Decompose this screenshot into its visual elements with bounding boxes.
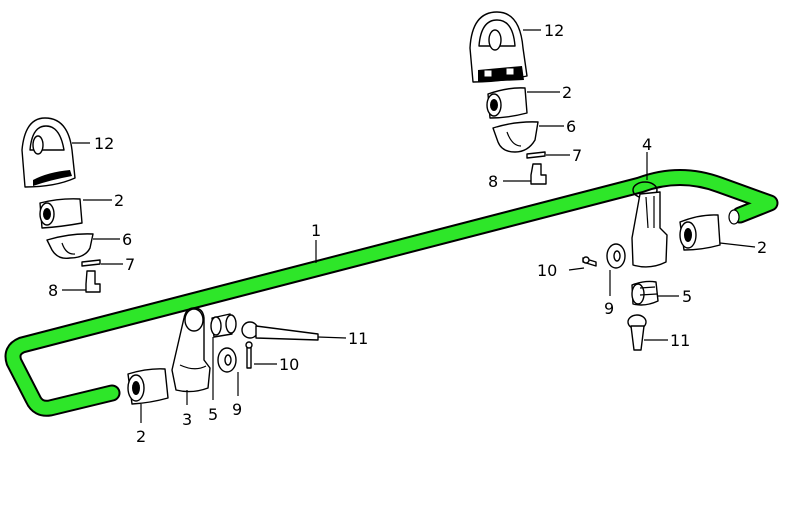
rubber-bushing-right-upper (486, 87, 528, 119)
bracket-clamp-left (46, 233, 94, 260)
rubber-bush-left-lower (210, 313, 237, 338)
ball-stud-right (627, 314, 647, 351)
drop-link-right (631, 191, 668, 268)
bracket-clamp-right (492, 121, 539, 153)
mount-bracket-right (469, 11, 528, 83)
cotter-pin-right (582, 256, 597, 267)
washer-left-lower (217, 347, 237, 373)
callout-1: 1 (311, 221, 321, 240)
rubber-bushing-left-upper (39, 198, 83, 229)
callout-11-right: 11 (670, 331, 690, 350)
callout-7-left: 7 (125, 255, 135, 274)
callout-8-right: 8 (488, 172, 498, 191)
stabilizer-bar (4, 169, 779, 417)
mount-bracket-left (21, 117, 76, 188)
washer-left (81, 259, 101, 267)
cotter-pin-left (245, 341, 253, 369)
callout-2-right-lower: 2 (757, 238, 767, 257)
leader-lines (62, 29, 756, 423)
rubber-bushing-right-lower (679, 214, 721, 251)
callout-5-right: 5 (682, 287, 692, 306)
callout-6-right: 6 (566, 117, 576, 136)
washer-right (526, 151, 546, 159)
callout-12-right: 12 (544, 21, 564, 40)
callout-5-left: 5 (208, 405, 218, 424)
callout-10-right: 10 (537, 261, 557, 280)
callout-2-left-lower: 2 (136, 427, 146, 446)
callout-2-left-upper: 2 (114, 191, 124, 210)
callout-7-right: 7 (572, 146, 582, 165)
ball-stud-left (241, 321, 319, 341)
callout-3: 3 (182, 410, 192, 429)
callout-6-left: 6 (122, 230, 132, 249)
callout-8-left: 8 (48, 281, 58, 300)
drop-link-left (171, 307, 211, 393)
washer-right-lower (606, 243, 626, 269)
bolt-left (85, 270, 101, 293)
callout-4: 4 (642, 135, 652, 154)
callout-2-right-upper: 2 (562, 83, 572, 102)
callout-9-right: 9 (604, 299, 614, 318)
callout-labels: 1 12 2 6 7 8 12 2 6 7 8 4 2 10 9 5 11 11… (48, 21, 767, 446)
rubber-bush-right-lower (631, 280, 659, 306)
callout-10-left: 10 (279, 355, 299, 374)
callout-9-left: 9 (232, 400, 242, 419)
rubber-bushing-left-lower (127, 368, 169, 405)
bolt-right (530, 163, 547, 185)
callout-12-left: 12 (94, 134, 114, 153)
callout-11-left: 11 (348, 329, 368, 348)
